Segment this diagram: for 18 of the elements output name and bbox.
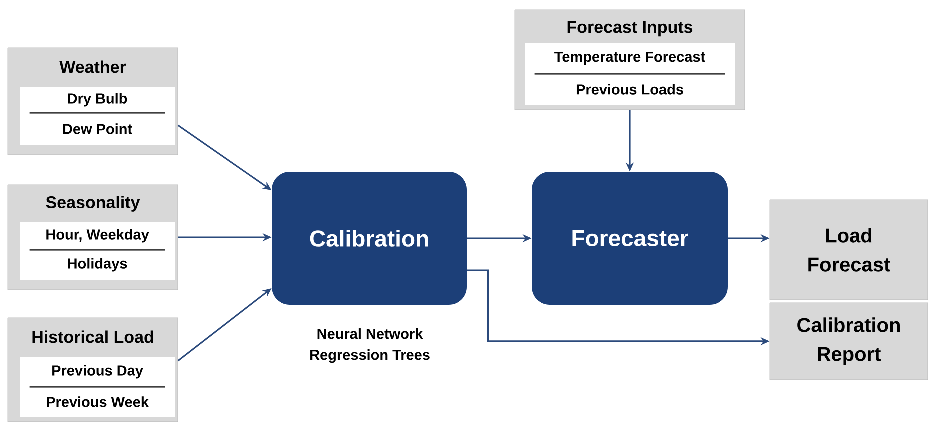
node-label: Temperature Forecast bbox=[554, 52, 706, 65]
output-box: Calibration Report bbox=[770, 302, 928, 380]
list-item: Dew Point bbox=[20, 113, 175, 145]
node-label: Hour, Weekday bbox=[46, 229, 150, 243]
node-label: Dry Bulb bbox=[68, 93, 128, 107]
list-item: Dry Bulb bbox=[20, 87, 175, 113]
list-item: Hour, Weekday bbox=[20, 222, 175, 250]
list-item: Temperature Forecast bbox=[525, 43, 735, 74]
method-label: Neural Network bbox=[318, 328, 424, 340]
list-item: Holidays bbox=[20, 250, 175, 280]
list-item: Previous Day bbox=[20, 356, 175, 387]
process-box: Calibration bbox=[272, 172, 467, 305]
list-item: Previous Week bbox=[20, 386, 175, 417]
list-item: Previous Loads bbox=[525, 74, 735, 105]
process-box: Forecaster bbox=[532, 172, 728, 305]
node-label: Previous Day bbox=[52, 365, 144, 379]
output-box: Load Forecast bbox=[770, 200, 928, 300]
method-label: Regression Trees bbox=[310, 350, 430, 364]
